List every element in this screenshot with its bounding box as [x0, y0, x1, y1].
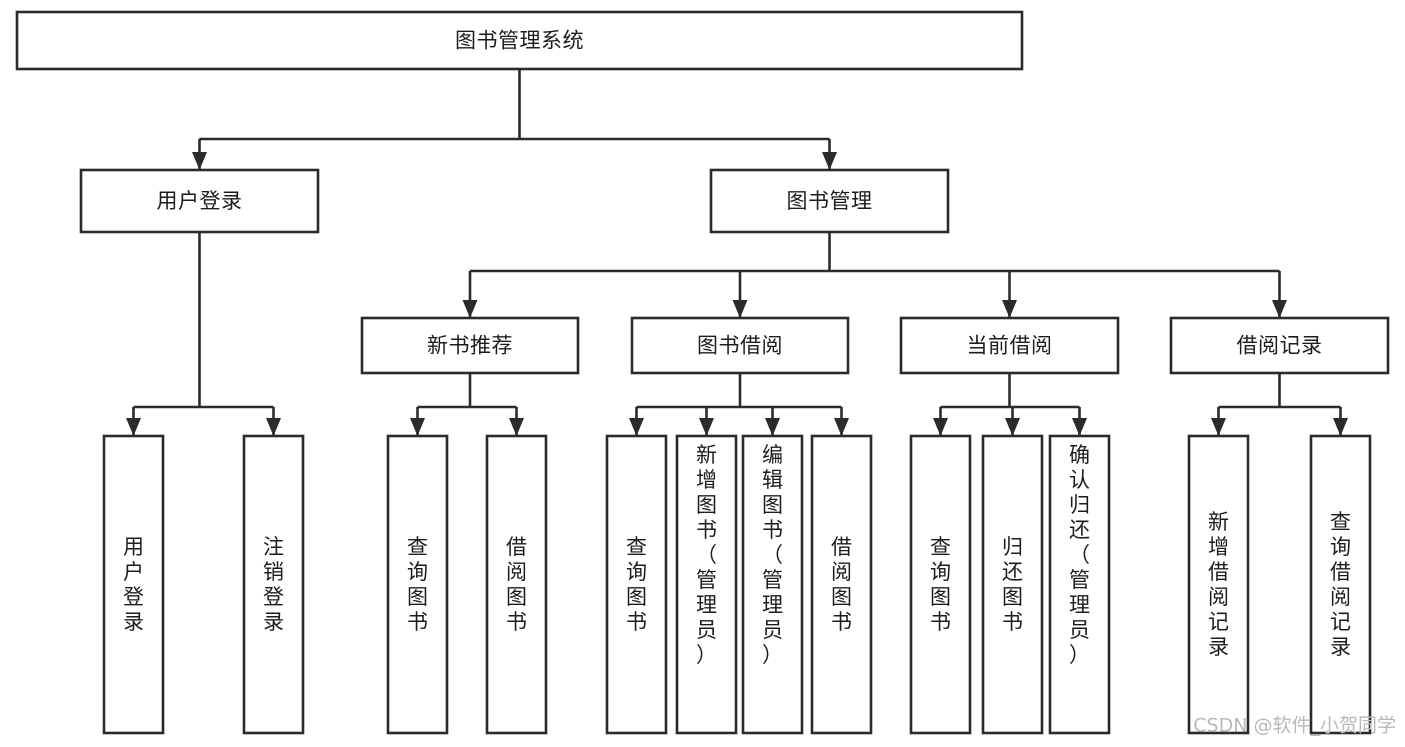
- node-leaf-9-归还图书[interactable]: 归还图书: [981, 434, 1044, 735]
- node-leaf-3-借阅图书-box[interactable]: [485, 434, 548, 735]
- node-leaf-7-借阅图书-label: 借阅图书: [831, 535, 852, 634]
- node-l3-新书推荐-label: 新书推荐: [427, 334, 513, 358]
- connector-layer: [126, 69, 1348, 436]
- node-leaf-12-查询借阅记录[interactable]: 查询借阅记录: [1309, 434, 1372, 735]
- node-l3-当前借阅-label: 当前借阅: [967, 334, 1053, 358]
- arrow-head-icon-l3-3-1: [1333, 418, 1348, 436]
- node-leaf-6-编辑图书-管理员[interactable]: 编辑图书（管理员）: [741, 434, 804, 735]
- node-layer: 图书管理系统用户登录图书管理新书推荐图书借阅当前借阅借阅记录用户登录注销登录查询…: [15, 10, 1390, 735]
- node-leaf-0-用户登录-label: 用户登录: [123, 535, 144, 634]
- arrow-head-icon-root-0: [192, 152, 207, 170]
- arrow-head-icon-l3-1-3: [834, 418, 849, 436]
- node-l3-新书推荐[interactable]: 新书推荐: [360, 316, 580, 375]
- node-leaf-1-注销登录-box[interactable]: [242, 434, 305, 735]
- arrow-head-icon-l3-2-1: [1005, 418, 1020, 436]
- csdn-watermark: CSDN @软件_小贺同学: [1193, 715, 1396, 737]
- node-l3-图书借阅-box[interactable]: [630, 316, 850, 375]
- node-leaf-2-查询图书-box[interactable]: [386, 434, 449, 735]
- node-leaf-1-注销登录-label: 注销登录: [263, 535, 284, 634]
- node-leaf-5-新增图书-管理员-box[interactable]: [675, 434, 738, 735]
- arrow-head-icon-user-login-0: [126, 418, 141, 436]
- arrow-head-icon-l3-1-1: [699, 418, 714, 436]
- arrow-head-icon-book-mgmt-2: [1002, 300, 1017, 318]
- node-leaf-2-查询图书-label: 查询图书: [407, 535, 428, 634]
- node-leaf-10-确认归还-管理员-label: 确认归还（管理员）: [1069, 443, 1090, 667]
- node-leaf-4-查询图书[interactable]: 查询图书: [605, 434, 668, 735]
- node-leaf-8-查询图书-label: 查询图书: [930, 535, 951, 634]
- node-root-图书管理系统-label: 图书管理系统: [455, 29, 584, 53]
- node-l3-借阅记录[interactable]: 借阅记录: [1169, 316, 1390, 375]
- node-l2-用户登录[interactable]: 用户登录: [79, 168, 320, 234]
- node-leaf-4-查询图书-box[interactable]: [605, 434, 668, 735]
- node-leaf-7-借阅图书[interactable]: 借阅图书: [810, 434, 873, 735]
- node-leaf-5-新增图书-管理员-label: 新增图书（管理员）: [696, 443, 717, 667]
- node-leaf-9-归还图书-box[interactable]: [981, 434, 1044, 735]
- node-root-图书管理系统-box[interactable]: [15, 10, 1024, 71]
- arrow-head-icon-l3-1-2: [765, 418, 780, 436]
- arrow-head-icon-book-mgmt-3: [1272, 300, 1287, 318]
- node-leaf-5-新增图书-管理员[interactable]: 新增图书（管理员）: [675, 434, 738, 735]
- arrow-head-icon-user-login-1: [266, 418, 281, 436]
- node-leaf-11-新增借阅记录-box[interactable]: [1187, 434, 1250, 735]
- arrow-head-icon-root-1: [822, 152, 837, 170]
- node-leaf-2-查询图书[interactable]: 查询图书: [386, 434, 449, 735]
- node-l3-借阅记录-label: 借阅记录: [1237, 334, 1323, 358]
- node-l3-借阅记录-box[interactable]: [1169, 316, 1390, 375]
- node-leaf-8-查询图书[interactable]: 查询图书: [909, 434, 972, 735]
- node-leaf-1-注销登录[interactable]: 注销登录: [242, 434, 305, 735]
- node-leaf-6-编辑图书-管理员-box[interactable]: [741, 434, 804, 735]
- node-l2-图书管理[interactable]: 图书管理: [709, 168, 950, 234]
- node-leaf-10-确认归还-管理员-box[interactable]: [1048, 434, 1111, 735]
- arrow-head-icon-l3-3-0: [1211, 418, 1226, 436]
- node-leaf-0-用户登录[interactable]: 用户登录: [102, 434, 165, 735]
- node-leaf-4-查询图书-label: 查询图书: [626, 535, 647, 634]
- node-l3-新书推荐-box[interactable]: [360, 316, 580, 375]
- arrow-head-icon-book-mgmt-1: [732, 300, 748, 318]
- node-leaf-9-归还图书-label: 归还图书: [1002, 535, 1023, 634]
- node-leaf-7-借阅图书-box[interactable]: [810, 434, 873, 735]
- node-l3-当前借阅-box[interactable]: [899, 316, 1120, 375]
- node-leaf-0-用户登录-box[interactable]: [102, 434, 165, 735]
- node-l3-当前借阅[interactable]: 当前借阅: [899, 316, 1120, 375]
- arrow-head-icon-l3-2-2: [1072, 418, 1087, 436]
- node-l2-用户登录-label: 用户登录: [157, 189, 243, 213]
- node-leaf-11-新增借阅记录[interactable]: 新增借阅记录: [1187, 434, 1250, 735]
- node-leaf-8-查询图书-box[interactable]: [909, 434, 972, 735]
- node-leaf-10-确认归还-管理员[interactable]: 确认归还（管理员）: [1048, 434, 1111, 735]
- node-l3-图书借阅[interactable]: 图书借阅: [630, 316, 850, 375]
- node-leaf-12-查询借阅记录-box[interactable]: [1309, 434, 1372, 735]
- node-leaf-11-新增借阅记录-label: 新增借阅记录: [1208, 510, 1229, 659]
- node-l2-用户登录-box[interactable]: [79, 168, 320, 234]
- arrow-head-icon-l3-0-1: [509, 418, 524, 436]
- node-l2-图书管理-box[interactable]: [709, 168, 950, 234]
- node-l3-图书借阅-label: 图书借阅: [697, 334, 783, 358]
- arrow-head-icon-l3-0-0: [410, 418, 425, 436]
- arrow-head-icon-l3-1-0: [629, 418, 644, 436]
- node-leaf-3-借阅图书[interactable]: 借阅图书: [485, 434, 548, 735]
- node-l2-图书管理-label: 图书管理: [787, 189, 873, 213]
- node-root-图书管理系统[interactable]: 图书管理系统: [15, 10, 1024, 71]
- node-leaf-6-编辑图书-管理员-label: 编辑图书（管理员）: [762, 443, 783, 667]
- arrow-head-icon-book-mgmt-0: [462, 300, 478, 318]
- node-leaf-3-借阅图书-label: 借阅图书: [506, 535, 527, 634]
- arrow-head-icon-l3-2-0: [933, 418, 948, 436]
- node-leaf-12-查询借阅记录-label: 查询借阅记录: [1330, 510, 1351, 659]
